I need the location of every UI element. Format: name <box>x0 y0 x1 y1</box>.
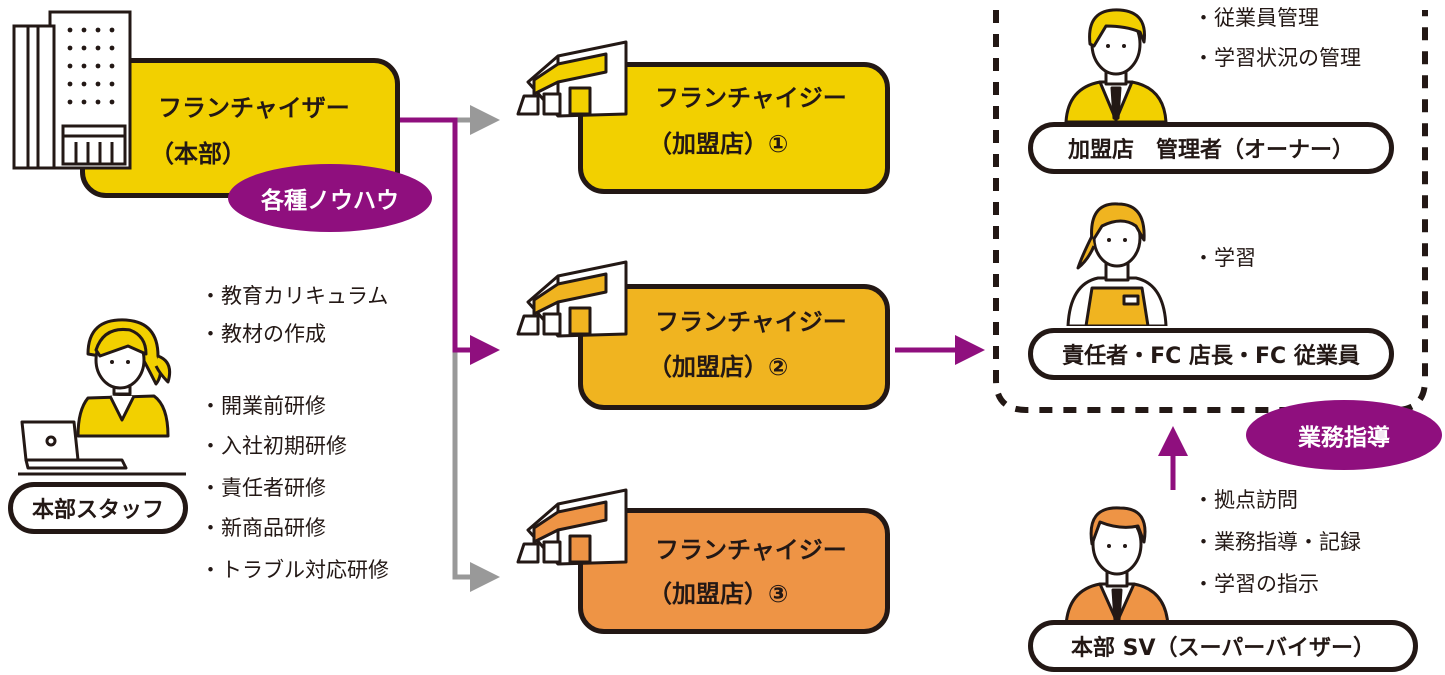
staff-at-laptop-icon <box>18 310 188 478</box>
owner-label: 加盟店 管理者（オーナー） <box>1028 122 1394 174</box>
guidance-badge: 業務指導 <box>1246 400 1442 470</box>
headquarters-title: フランチャイザー <box>158 94 350 122</box>
franchisee-2-subtitle: （加盟店）② <box>648 353 789 381</box>
sv-task-item: ・学習の指示 <box>1193 572 1319 596</box>
gray-branch-store3 <box>452 350 500 592</box>
franchisee-box-2 <box>578 284 890 410</box>
franchisee-3-title: フランチャイジー <box>655 536 847 564</box>
owner-person-icon <box>1060 2 1172 124</box>
store-staff-label: 責任者・FC 店長・FC 従業員 <box>1028 328 1394 380</box>
owner-task-item: ・従業員管理 <box>1193 6 1319 30</box>
store-icon <box>514 258 634 342</box>
purple-knowhow-line <box>398 117 500 365</box>
hq-staff-label: 本部スタッフ <box>8 482 188 534</box>
franchisee-2-title: フランチャイジー <box>655 308 847 336</box>
owner-task-item: ・学習状況の管理 <box>1193 46 1361 70</box>
store-team-dashed-frame <box>993 10 1428 413</box>
franchisee-1-title: フランチャイジー <box>655 84 847 112</box>
franchisee-3-subtitle: （加盟店）③ <box>648 580 789 608</box>
franchisee-box-3 <box>578 508 890 634</box>
franchisee-box-1 <box>578 62 890 194</box>
store-icon <box>514 38 634 122</box>
hq-task-item: ・責任者研修 <box>200 476 326 500</box>
staff-task-item: ・学習 <box>1193 246 1256 270</box>
franchisee-1-subtitle: （加盟店）① <box>648 130 789 158</box>
sv-task-item: ・業務指導・記録 <box>1193 530 1361 554</box>
hq-task-item: ・教育カリキュラム <box>200 284 389 308</box>
supervisor-person-icon <box>1062 500 1172 628</box>
headquarters-subtitle: （本部） <box>150 140 246 168</box>
sv-task-item: ・拠点訪問 <box>1193 488 1298 512</box>
supervisor-label: 本部 SV（スーパーバイザー） <box>1028 620 1418 672</box>
knowhow-badge: 各種ノウハウ <box>228 164 432 232</box>
store-employee-icon <box>1062 196 1172 328</box>
hq-task-item: ・開業前研修 <box>200 394 326 418</box>
hq-task-item: ・新商品研修 <box>200 516 326 540</box>
office-building-icon-front <box>8 8 148 178</box>
hq-task-item: ・教材の作成 <box>200 322 326 346</box>
hq-task-item: ・入社初期研修 <box>200 434 347 458</box>
hq-task-item: ・トラブル対応研修 <box>200 558 389 582</box>
store-icon <box>514 486 634 570</box>
